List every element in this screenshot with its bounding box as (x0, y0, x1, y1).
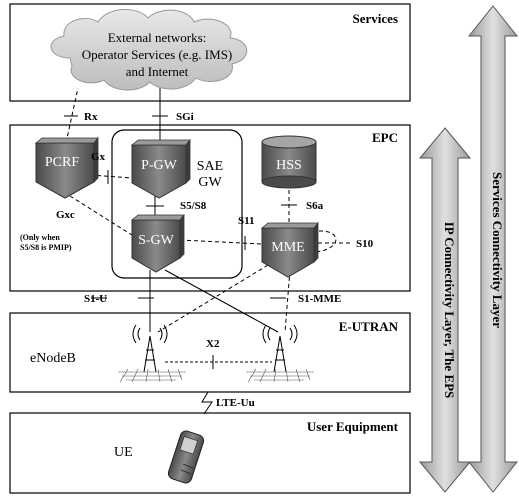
x2-label: X2 (206, 338, 220, 350)
services-connectivity-label: Services Connectivity Layer (490, 172, 505, 328)
pcrf-label: PCRF (45, 155, 79, 170)
enodeb-label: eNodeB (30, 351, 76, 366)
gxc-note-2: S5/S8 is PMIP) (20, 243, 72, 252)
s11-label: S11 (238, 215, 255, 227)
ue-layer-label: User Equipment (307, 419, 399, 434)
interface-ticks (64, 115, 297, 369)
cloud-line-2: Operator Services (e.g. IMS) (82, 47, 233, 62)
ip-connectivity-label: IP Connectivity Layer, The EPS (442, 222, 457, 399)
s1u-label: S1-U (84, 293, 107, 305)
s1mme-label: S1-MME (298, 293, 341, 305)
s6a-label: S6a (306, 200, 324, 212)
epc-layer-label: EPC (372, 130, 398, 145)
s1mme-link-a (157, 264, 269, 333)
s11-link (179, 239, 263, 245)
s10-label: S10 (356, 238, 374, 250)
cloud-line-3: and Internet (126, 64, 189, 79)
cloud-line-1: External networks: (108, 30, 207, 45)
grid-ground (118, 368, 314, 383)
lteuu-link (201, 391, 213, 415)
sgw-label: S-GW (138, 233, 175, 248)
gxc-link (69, 195, 133, 236)
services-connectivity-arrow (467, 5, 519, 493)
ue-label: UE (114, 445, 133, 460)
s1u-link-b (164, 269, 279, 333)
services-layer (9, 3, 411, 102)
pgw-node (130, 138, 191, 199)
gxc-label: Gxc (56, 209, 75, 221)
ue-layer (9, 412, 411, 494)
eutran-layer-label: E-UTRAN (339, 319, 399, 334)
eutran-layer (9, 312, 411, 393)
mme-label: MME (271, 240, 304, 255)
epc-layer (9, 124, 411, 292)
cloud-icon (50, 8, 248, 91)
hss-label: HSS (276, 158, 302, 173)
sae-label-line1: SAE (197, 159, 223, 174)
s1mme-link-b (284, 269, 291, 333)
lteuu-label: LTE-Uu (216, 397, 255, 409)
sae-gw-box (111, 129, 243, 279)
sgw-node (130, 213, 185, 273)
mme-node (260, 221, 319, 278)
mobile-phone-icon (167, 430, 205, 484)
s5s8-label: S5/S8 (180, 200, 207, 212)
connections (65, 87, 352, 415)
services-layer-label: Services (353, 11, 398, 26)
sgi-label: SGi (176, 111, 194, 123)
sae-label-line2: GW (198, 175, 222, 190)
pgw-label: P-GW (141, 158, 178, 173)
gxc-note-1: (Only when (20, 233, 60, 242)
rx-label: Rx (84, 111, 98, 123)
pcrf-node (34, 136, 99, 199)
ip-connectivity-arrow (418, 127, 472, 493)
s10-link (311, 230, 337, 253)
antenna-tower-icon (132, 324, 298, 373)
hss-node (261, 135, 317, 189)
gx-label: Gx (91, 151, 106, 163)
